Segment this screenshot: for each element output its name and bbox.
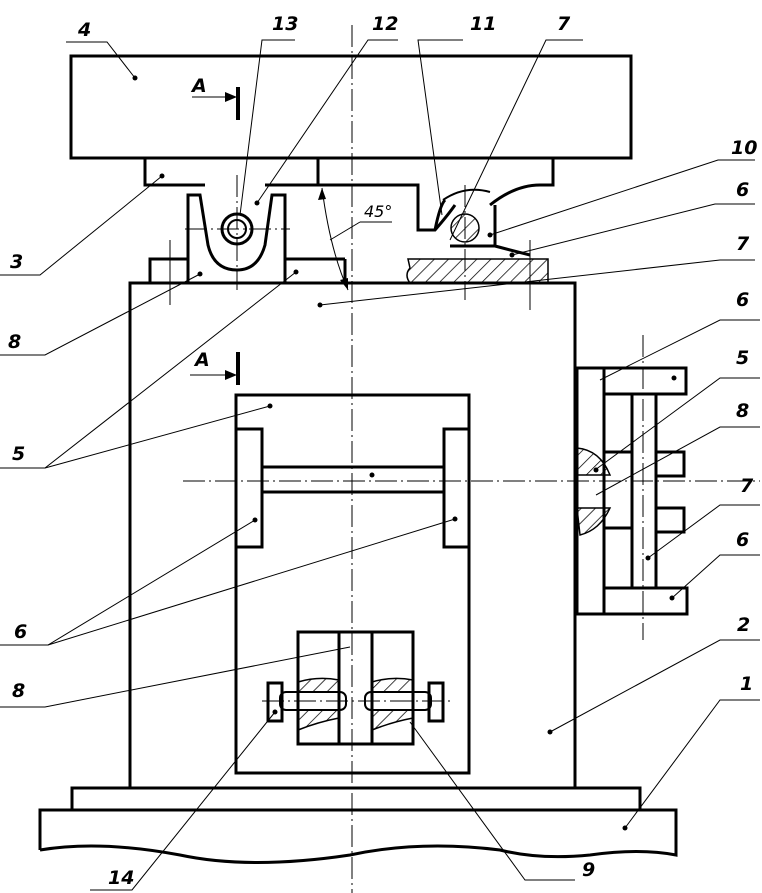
part-7-side-shaft <box>630 392 658 590</box>
hatched-plate <box>406 258 549 284</box>
callout-1: 1 <box>740 673 753 695</box>
part-1-foundation <box>38 808 678 864</box>
callout-8-left: 8 <box>8 331 21 353</box>
angle-label: 45° <box>364 202 392 221</box>
callout-11: 11 <box>470 13 496 35</box>
callout-5-left: 5 <box>12 443 25 465</box>
callout-8-side: 8 <box>736 400 749 422</box>
callout-7-top: 7 <box>557 13 571 35</box>
callout-4: 4 <box>77 19 91 41</box>
side-frame <box>575 366 606 616</box>
callout-6-side-top: 6 <box>736 289 749 311</box>
callout-14: 14 <box>108 867 134 889</box>
callout-10: 10 <box>731 137 757 159</box>
part-12-fork <box>186 193 287 285</box>
part-7-shaft <box>260 465 446 494</box>
callout-9: 9 <box>582 859 595 881</box>
part-3-bracket <box>143 158 555 232</box>
leader-dots <box>132 75 677 831</box>
leader-lines <box>0 39 760 891</box>
callout-3: 3 <box>10 251 23 273</box>
part-8-block <box>148 257 190 285</box>
callout-6-left: 6 <box>14 621 27 643</box>
callout-2: 2 <box>737 614 750 636</box>
part-6-right-block <box>442 427 471 549</box>
part-4-top-plate <box>69 54 633 160</box>
callout-6-top: 6 <box>736 179 749 201</box>
section-label-mid: A <box>193 349 210 371</box>
callout-8-bottom-left: 8 <box>12 680 25 702</box>
part-6-side-bottom <box>602 586 689 616</box>
callout-13: 13 <box>272 13 298 35</box>
callout-12: 12 <box>372 13 398 35</box>
callout-7-side: 7 <box>740 475 754 497</box>
callout-6-side-bottom: 6 <box>736 529 749 551</box>
base-plate <box>70 786 642 812</box>
callout-5-side: 5 <box>736 347 749 369</box>
part-10-lever <box>450 205 531 257</box>
section-label-top: A <box>190 75 207 97</box>
callout-7-upper-right: 7 <box>736 233 750 255</box>
